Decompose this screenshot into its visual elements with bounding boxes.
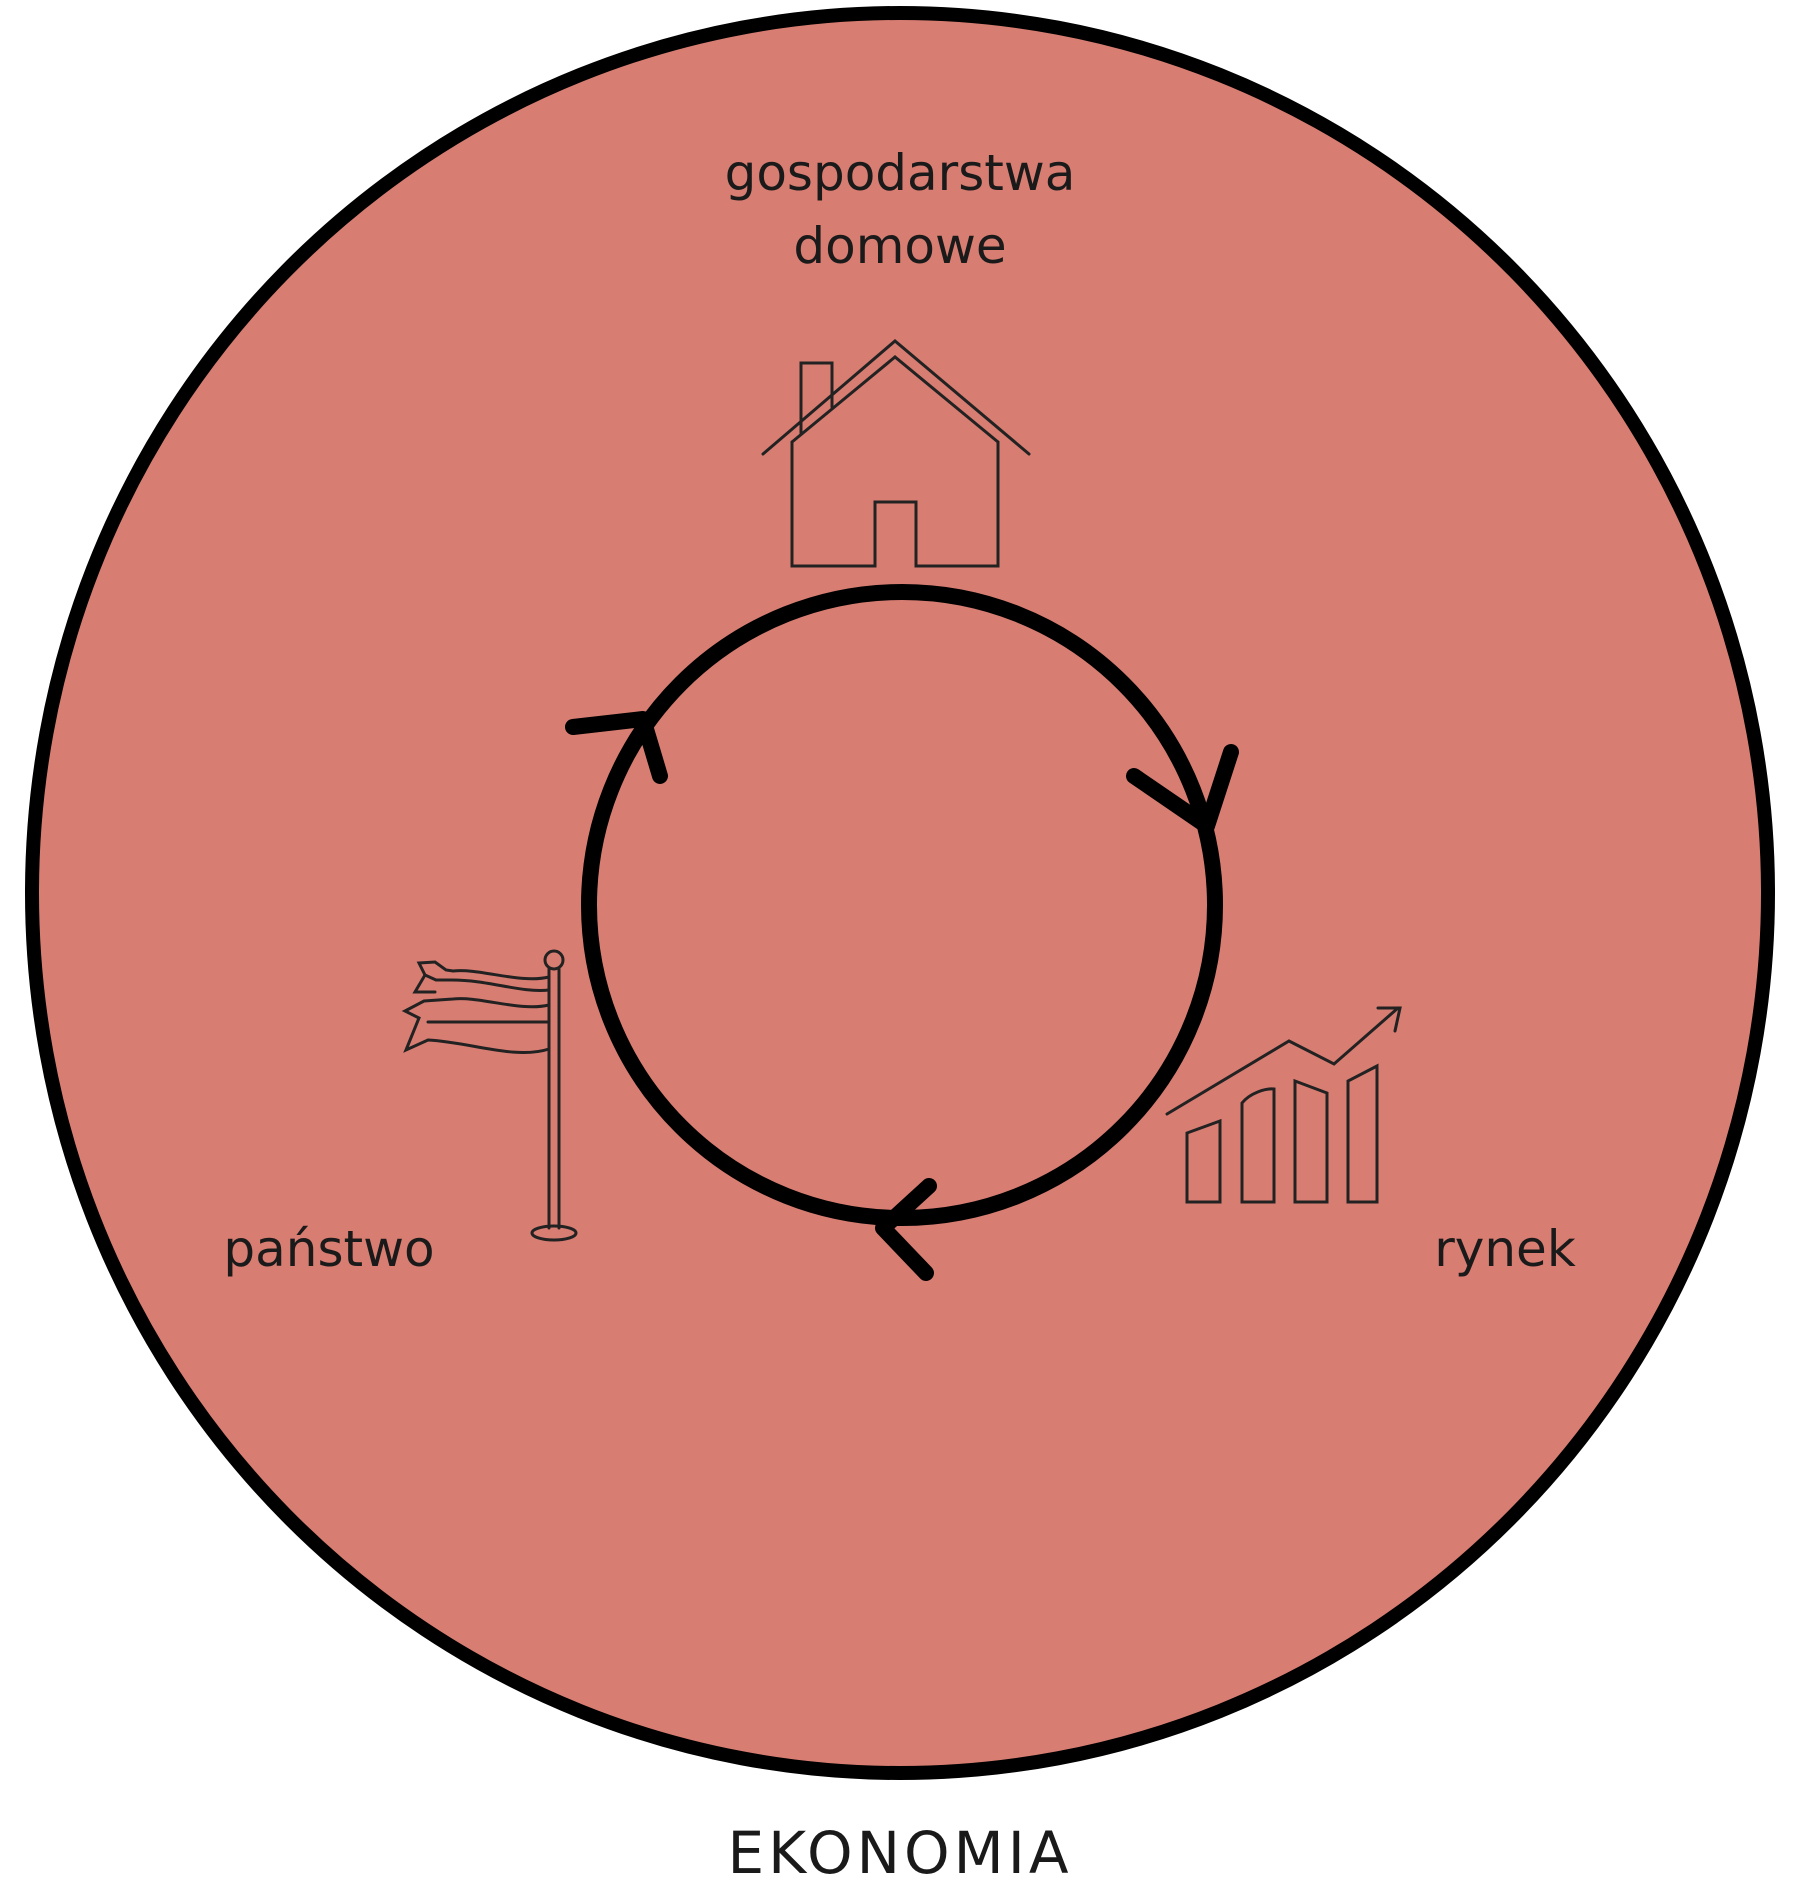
market-label: rynek — [1434, 1220, 1576, 1278]
households-label-line2: domowe — [793, 217, 1006, 275]
arrow-left-icon — [565, 711, 668, 784]
house-icon — [761, 339, 1031, 568]
economy-circle — [25, 6, 1775, 1780]
arrow-right-icon — [1126, 744, 1239, 834]
arrow-bottom-icon — [875, 1178, 937, 1281]
state-label: państwo — [223, 1220, 434, 1278]
households-label-line1: gospodarstwa — [725, 144, 1076, 202]
flag-icon — [401, 949, 578, 1242]
growth-chart-icon — [1165, 1006, 1402, 1204]
diagram-title: EKONOMIA — [727, 1819, 1072, 1887]
